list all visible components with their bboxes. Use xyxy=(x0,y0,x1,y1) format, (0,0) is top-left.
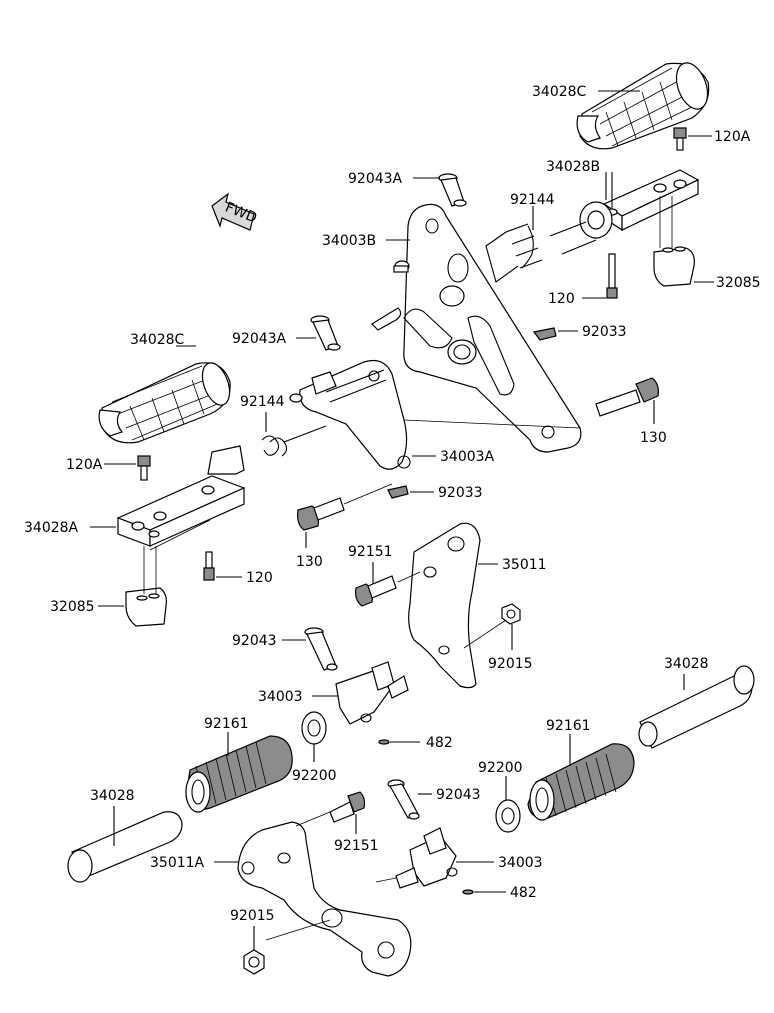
pin-92043A-top xyxy=(438,173,467,207)
label-34003A: 34003A xyxy=(440,449,495,465)
label-92200-left: 92200 xyxy=(292,768,337,784)
label-34028A: 34028A xyxy=(24,520,79,536)
bolt-92151-low xyxy=(329,791,366,823)
label-92015-right: 92015 xyxy=(488,656,533,672)
rubber-pad-left xyxy=(125,587,167,627)
bolt-120-top xyxy=(606,253,618,299)
rubber-sleeve-92161-right xyxy=(527,743,635,821)
bolt-120-left xyxy=(203,551,215,581)
spring-92144-top xyxy=(485,223,543,283)
footrest-bracket-35011 xyxy=(408,522,481,689)
label-120A-top: 120A xyxy=(714,129,751,145)
pin-92043-mid xyxy=(304,627,338,671)
washer-92033-mid xyxy=(387,485,409,499)
label-130-right: 130 xyxy=(640,430,667,446)
label-34028B: 34028B xyxy=(546,159,600,175)
label-92043-low: 92043 xyxy=(436,787,481,803)
nut-92015-low xyxy=(243,949,265,975)
bolt-130-right xyxy=(595,377,659,417)
spring-92144-left xyxy=(261,425,327,457)
label-35011A: 35011A xyxy=(150,855,205,871)
label-92151-top: 92151 xyxy=(348,544,393,560)
label-32085-left: 32085 xyxy=(50,599,95,615)
footpeg-tube-left xyxy=(67,811,183,883)
label-92161-right: 92161 xyxy=(546,718,591,734)
label-482-mid: 482 xyxy=(426,735,453,751)
label-92144-top: 92144 xyxy=(510,192,555,208)
part-labels: 34028C 120A 34028B 92043A 92144 34003B 1… xyxy=(24,84,761,924)
label-92033-mid: 92033 xyxy=(438,485,483,501)
label-92015-low: 92015 xyxy=(230,908,275,924)
footpeg-rubber-top-right xyxy=(576,62,710,150)
label-92043A-mid: 92043A xyxy=(232,331,287,347)
label-92144-left: 92144 xyxy=(240,394,285,410)
label-92033-top: 92033 xyxy=(582,324,627,340)
footpeg-bracket-top-right xyxy=(549,169,700,255)
pin-92043-low xyxy=(387,779,420,820)
label-34003-low: 34003 xyxy=(498,855,543,871)
footpeg-tube-right xyxy=(638,665,755,749)
label-34028C-top: 34028C xyxy=(532,84,587,100)
label-34028-right: 34028 xyxy=(664,656,709,672)
label-34028C-left: 34028C xyxy=(130,332,185,348)
footpeg-holder-34003-mid xyxy=(335,661,409,725)
footpeg-holder-34003-low xyxy=(395,827,458,889)
footpeg-rubber-left xyxy=(98,362,231,444)
footpeg-holder-left xyxy=(289,359,411,470)
label-482-low: 482 xyxy=(510,885,537,901)
bolt-92151-top xyxy=(355,575,397,607)
fwd-arrow: FWD xyxy=(211,192,259,231)
label-120-top: 120 xyxy=(548,291,575,307)
label-34003-mid: 34003 xyxy=(258,689,303,705)
label-32085-top: 32085 xyxy=(716,275,761,291)
label-120-left: 120 xyxy=(246,570,273,586)
label-92043A-top: 92043A xyxy=(348,171,403,187)
rubber-sleeve-92161-left xyxy=(185,735,293,813)
footpeg-bracket-left xyxy=(116,445,246,547)
rubber-pad-top-right xyxy=(653,246,695,287)
label-92200-right: 92200 xyxy=(478,760,523,776)
washer-92200-right xyxy=(495,799,521,833)
clip-482-mid xyxy=(378,739,390,745)
label-34003B: 34003B xyxy=(322,233,376,249)
footrest-bracket-35011A xyxy=(237,821,412,977)
label-35011: 35011 xyxy=(502,557,547,573)
nut-92015-right xyxy=(501,603,521,625)
washer-92033-top xyxy=(532,327,557,341)
label-92161-left: 92161 xyxy=(204,716,249,732)
label-34028-left: 34028 xyxy=(90,788,135,804)
bolt-120A-top xyxy=(673,127,687,151)
footpeg-holder-plate-right xyxy=(371,203,582,453)
bolt-120A-left xyxy=(137,455,151,481)
label-120A-left: 120A xyxy=(66,457,103,473)
clip-482-low xyxy=(462,889,474,895)
label-92043-mid: 92043 xyxy=(232,633,277,649)
label-92151-low: 92151 xyxy=(334,838,379,854)
leader-lines xyxy=(90,90,714,950)
bolt-130-mid xyxy=(297,497,345,531)
label-130-mid: 130 xyxy=(296,554,323,570)
washer-92200-left xyxy=(301,711,327,745)
pin-92043A-mid xyxy=(310,315,341,351)
